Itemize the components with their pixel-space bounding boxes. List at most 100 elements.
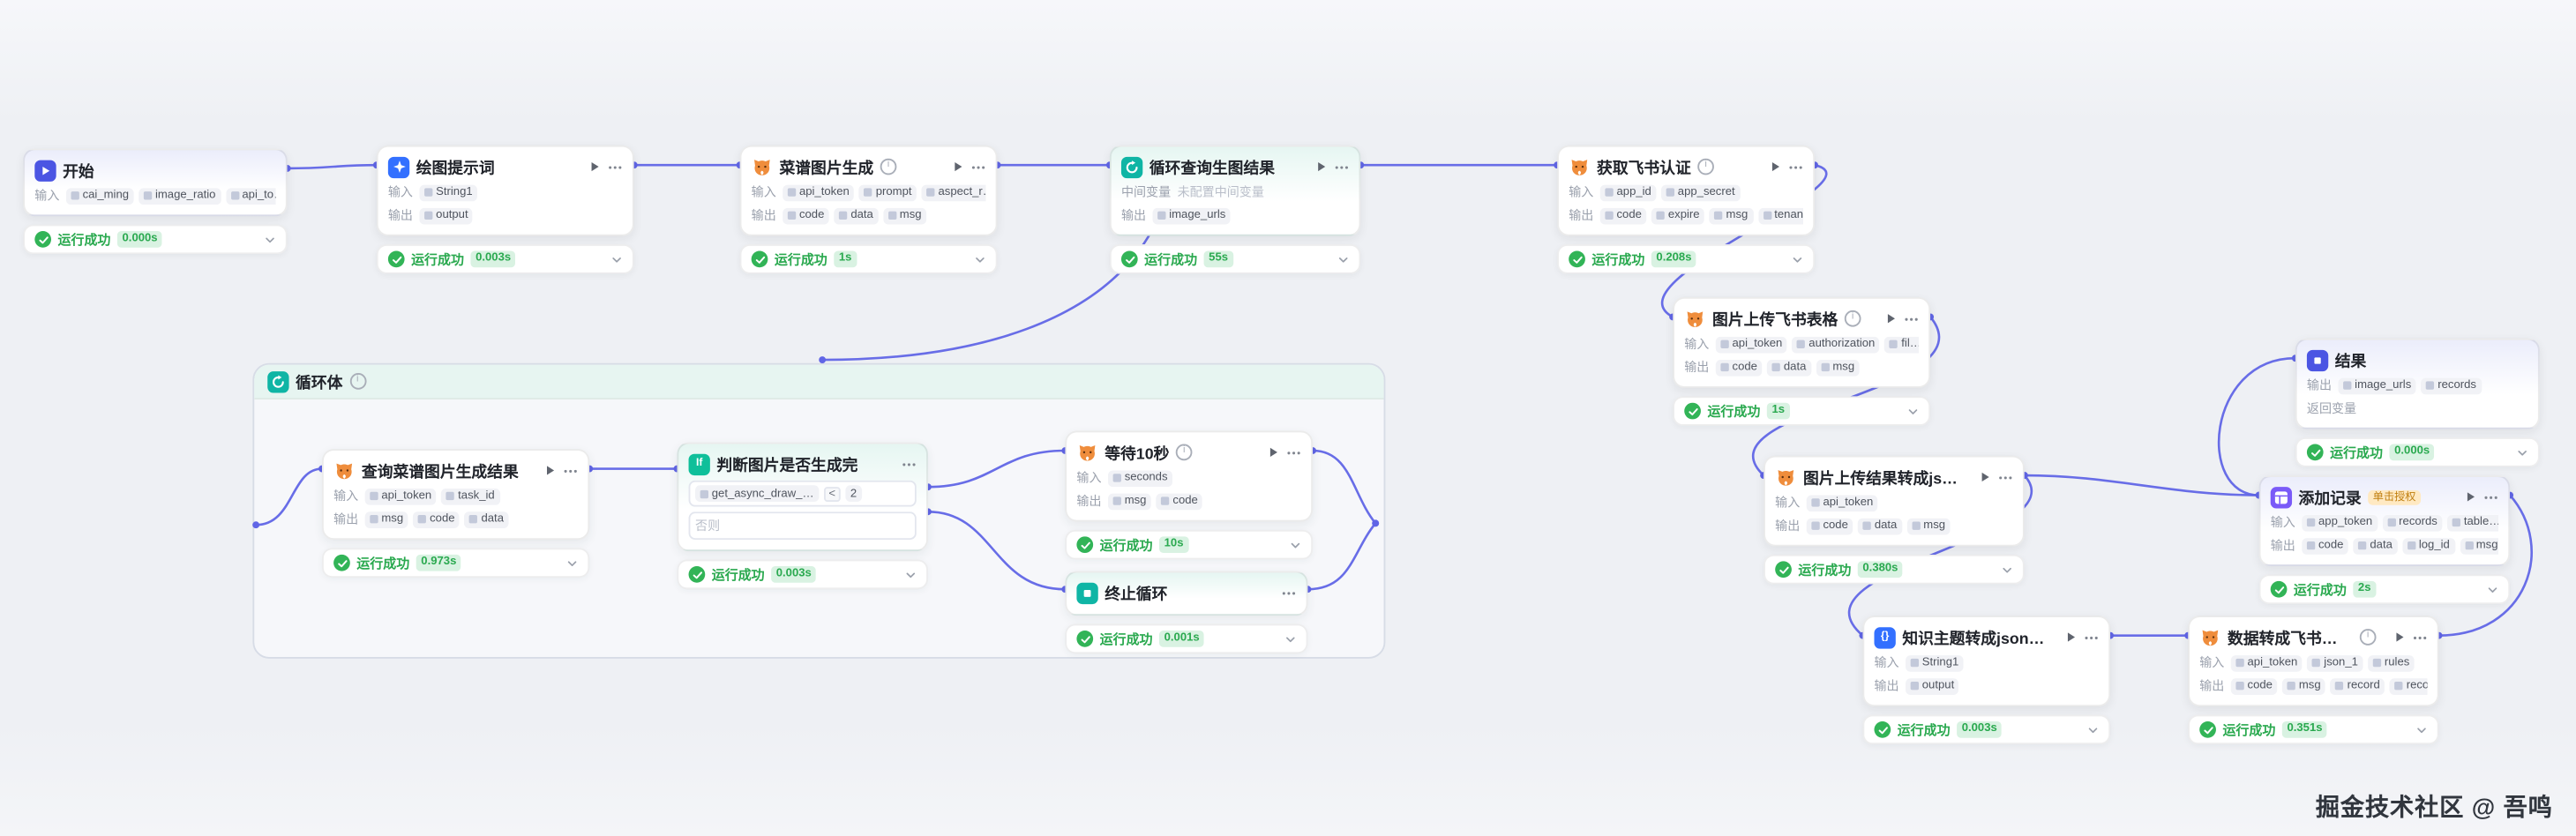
node-more-button[interactable]	[2483, 489, 2498, 504]
run-node-button[interactable]	[1978, 470, 1991, 483]
run-node-button[interactable]	[588, 160, 601, 174]
node-more-button[interactable]	[1998, 470, 2013, 485]
chevron-down-icon[interactable]	[2087, 724, 2099, 735]
edge-connector[interactable]	[1307, 522, 1377, 591]
node-image-upload-feishu-table[interactable]: 图片上传飞书表格i输入api_tokenauthorizationfil…输出c…	[1673, 296, 1931, 426]
chevron-down-icon[interactable]	[566, 557, 578, 569]
node-more-button[interactable]	[1286, 444, 1301, 459]
chevron-down-icon[interactable]	[2002, 564, 2013, 575]
node-topic-to-json[interactable]: {}知识主题转成json字符串输入String1输出output 运行成功0.00…	[1862, 616, 2111, 745]
chevron-down-icon[interactable]	[905, 569, 917, 580]
node-card[interactable]: 终止循环	[1065, 571, 1308, 616]
chevron-down-icon[interactable]	[2415, 724, 2427, 735]
chevron-down-icon[interactable]	[264, 234, 275, 245]
node-card[interactable]: 菜谱图片生成i输入api_tokenpromptaspect_r…输出coded…	[739, 145, 998, 236]
run-node-button[interactable]	[951, 160, 964, 174]
chevron-down-icon[interactable]	[1792, 253, 1803, 265]
info-icon[interactable]: i	[1844, 310, 1861, 327]
node-more-button[interactable]	[2413, 630, 2428, 645]
run-node-button[interactable]	[1884, 312, 1898, 325]
info-icon[interactable]: i	[1175, 444, 1193, 461]
node-more-button[interactable]	[1904, 311, 1919, 326]
chevron-down-icon[interactable]	[974, 253, 985, 265]
node-more-button[interactable]	[563, 463, 578, 478]
run-node-button[interactable]	[1314, 160, 1328, 174]
info-icon[interactable]: i	[1697, 158, 1714, 175]
node-more-button[interactable]	[608, 160, 623, 175]
run-node-button[interactable]	[2393, 631, 2406, 644]
node-more-button[interactable]	[971, 160, 986, 175]
chevron-down-icon[interactable]	[2517, 446, 2528, 458]
chevron-down-icon[interactable]	[1290, 539, 1301, 550]
edge-connector[interactable]	[1847, 474, 2033, 637]
run-node-button[interactable]	[2064, 631, 2078, 644]
node-card[interactable]: 数据转成飞书多维表格格式i输入api_tokenjson_1rules输出cod…	[2188, 616, 2439, 707]
edge-connector[interactable]	[2217, 356, 2295, 496]
run-node-button[interactable]	[2464, 490, 2477, 504]
chevron-down-icon[interactable]	[1284, 633, 1296, 645]
node-card[interactable]: 图片上传飞书表格i输入api_tokenauthorizationfil…输出c…	[1673, 296, 1931, 388]
edge-connector[interactable]	[927, 510, 1066, 591]
edge-connector[interactable]	[1313, 449, 1377, 525]
node-data-to-bitable-format[interactable]: 数据转成飞书多维表格格式i输入api_tokenjson_1rules输出cod…	[2188, 616, 2439, 745]
info-icon[interactable]: i	[348, 373, 366, 390]
node-more-button[interactable]	[902, 457, 917, 472]
node-more-button[interactable]	[2084, 630, 2099, 645]
info-icon[interactable]: i	[2359, 629, 2377, 646]
chevron-down-icon[interactable]	[2487, 584, 2498, 595]
edge-connector[interactable]	[2024, 474, 2259, 496]
chevron-down-icon[interactable]	[1337, 253, 1349, 265]
node-recipe-image-gen[interactable]: 菜谱图片生成i输入api_tokenpromptaspect_r…输出coded…	[739, 145, 998, 274]
edge-connector[interactable]	[2438, 494, 2533, 637]
node-more-button[interactable]	[1334, 160, 1349, 175]
edge-connector[interactable]	[256, 467, 323, 526]
run-node-button[interactable]	[1267, 445, 1280, 459]
node-card[interactable]: {}知识主题转成json字符串输入String1输出output	[1862, 616, 2111, 707]
node-more-button[interactable]	[1788, 160, 1803, 175]
chevron-down-icon[interactable]	[1907, 406, 1919, 417]
chevron-down-icon[interactable]	[611, 253, 623, 265]
run-node-button[interactable]	[1769, 160, 1782, 174]
edge-connector[interactable]	[927, 449, 1066, 489]
edge-connector[interactable]	[287, 163, 377, 170]
run-node-button[interactable]	[543, 464, 557, 477]
info-icon[interactable]: i	[880, 158, 897, 175]
node-more-button[interactable]	[1282, 586, 1297, 601]
